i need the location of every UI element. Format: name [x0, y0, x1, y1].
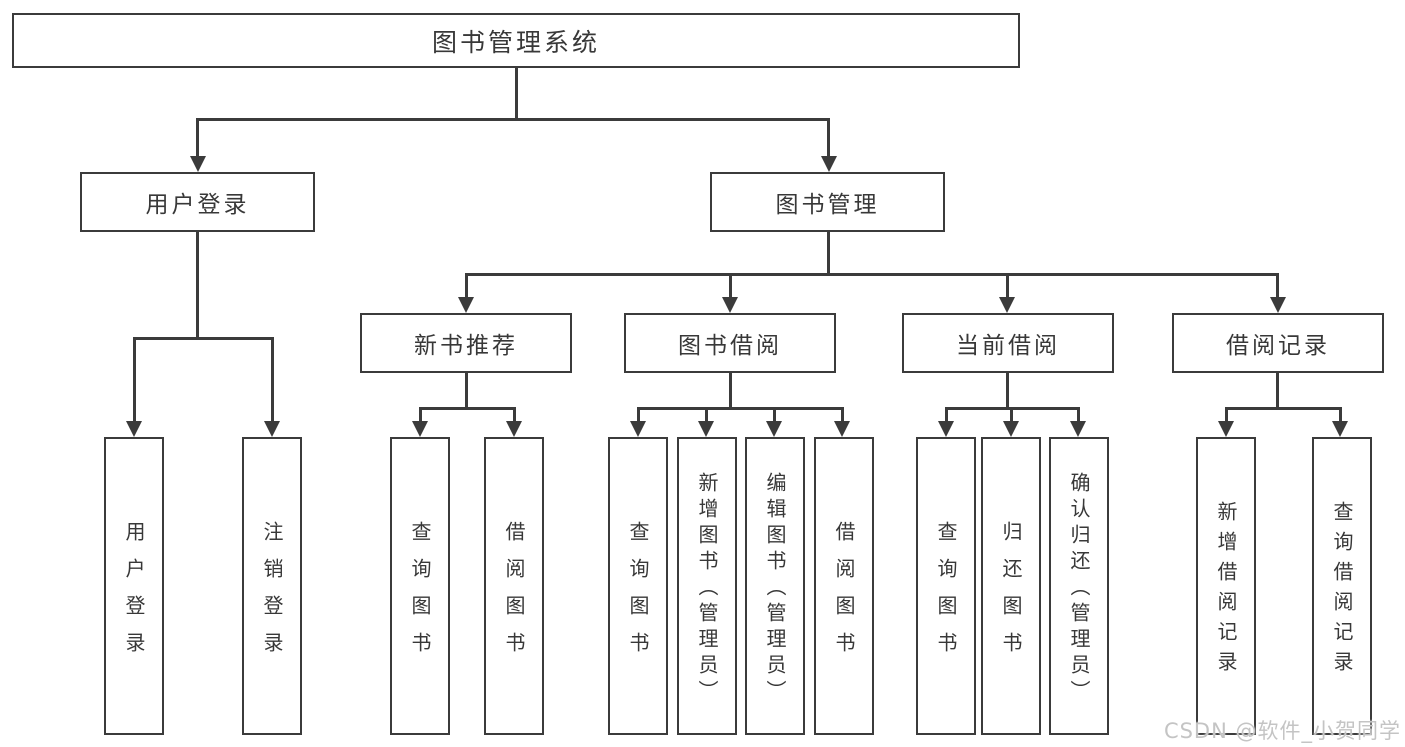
connector-line	[513, 410, 516, 422]
leaf-query-books-recommend: 查询图书	[390, 437, 450, 735]
connector-line	[1006, 276, 1009, 298]
node-book-management: 图书管理	[710, 172, 945, 232]
connector-line	[465, 273, 1279, 276]
arrow-down-icon	[458, 297, 474, 313]
connector-line	[419, 410, 422, 422]
connector-line	[1276, 373, 1279, 407]
connector-line	[773, 410, 776, 422]
leaf-query-books-borrowing: 查询图书	[608, 437, 668, 735]
watermark: CSDN @软件_小贺同学	[1163, 719, 1401, 743]
leaf-add-borrow-record: 新增借阅记录	[1196, 437, 1256, 735]
connector-line	[1077, 410, 1080, 422]
leaf-borrow-books-recommend: 借阅图书	[484, 437, 544, 735]
connector-line	[637, 407, 844, 410]
connector-line	[729, 373, 732, 407]
connector-line	[196, 121, 199, 157]
connector-line	[271, 340, 274, 421]
arrow-down-icon	[1003, 421, 1019, 437]
node-book-borrowing: 图书借阅	[624, 313, 836, 373]
leaf-borrow-books-borrowing: 借阅图书	[814, 437, 874, 735]
leaf-query-books-current: 查询图书	[916, 437, 976, 735]
leaf-return-book: 归还图书	[981, 437, 1041, 735]
connector-line	[841, 410, 844, 422]
connector-line	[1225, 407, 1342, 410]
leaf-add-book-admin: 新增图书（管理员）	[677, 437, 737, 735]
arrow-down-icon	[1332, 421, 1348, 437]
arrow-down-icon	[190, 156, 206, 172]
arrow-down-icon	[1270, 297, 1286, 313]
arrow-down-icon	[766, 421, 782, 437]
connector-line	[827, 232, 830, 273]
node-current-borrowing: 当前借阅	[902, 313, 1114, 373]
arrow-down-icon	[698, 421, 714, 437]
leaf-user-login: 用户登录	[104, 437, 164, 735]
arrow-down-icon	[412, 421, 428, 437]
connector-line	[196, 232, 199, 337]
connector-line	[637, 410, 640, 422]
connector-line	[465, 373, 468, 407]
arrow-down-icon	[1070, 421, 1086, 437]
arrow-down-icon	[630, 421, 646, 437]
connector-line	[827, 121, 830, 157]
connector-line	[729, 276, 732, 298]
connector-line	[419, 407, 516, 410]
connector-line	[1225, 410, 1228, 422]
node-root-system: 图书管理系统	[12, 13, 1020, 68]
arrow-down-icon	[834, 421, 850, 437]
arrow-down-icon	[938, 421, 954, 437]
arrow-down-icon	[821, 156, 837, 172]
leaf-logout: 注销登录	[242, 437, 302, 735]
leaf-confirm-return-admin: 确认归还（管理员）	[1049, 437, 1109, 735]
connector-line	[1276, 276, 1279, 298]
arrow-down-icon	[264, 421, 280, 437]
connector-line	[133, 340, 136, 421]
leaf-query-borrow-record: 查询借阅记录	[1312, 437, 1372, 735]
connector-line	[515, 68, 518, 120]
connector-line	[196, 118, 830, 121]
connector-line	[133, 337, 274, 340]
connector-line	[945, 407, 1080, 410]
node-borrowing-records: 借阅记录	[1172, 313, 1384, 373]
connector-line	[1006, 373, 1009, 407]
leaf-edit-book-admin: 编辑图书（管理员）	[745, 437, 805, 735]
arrow-down-icon	[506, 421, 522, 437]
node-user-login: 用户登录	[80, 172, 315, 232]
arrow-down-icon	[126, 421, 142, 437]
arrow-down-icon	[1218, 421, 1234, 437]
connector-line	[705, 410, 708, 422]
arrow-down-icon	[999, 297, 1015, 313]
connector-line	[465, 276, 468, 298]
arrow-down-icon	[722, 297, 738, 313]
connector-line	[945, 410, 948, 422]
connector-line	[1010, 410, 1013, 422]
connector-line	[1339, 410, 1342, 422]
node-new-book-recommend: 新书推荐	[360, 313, 572, 373]
